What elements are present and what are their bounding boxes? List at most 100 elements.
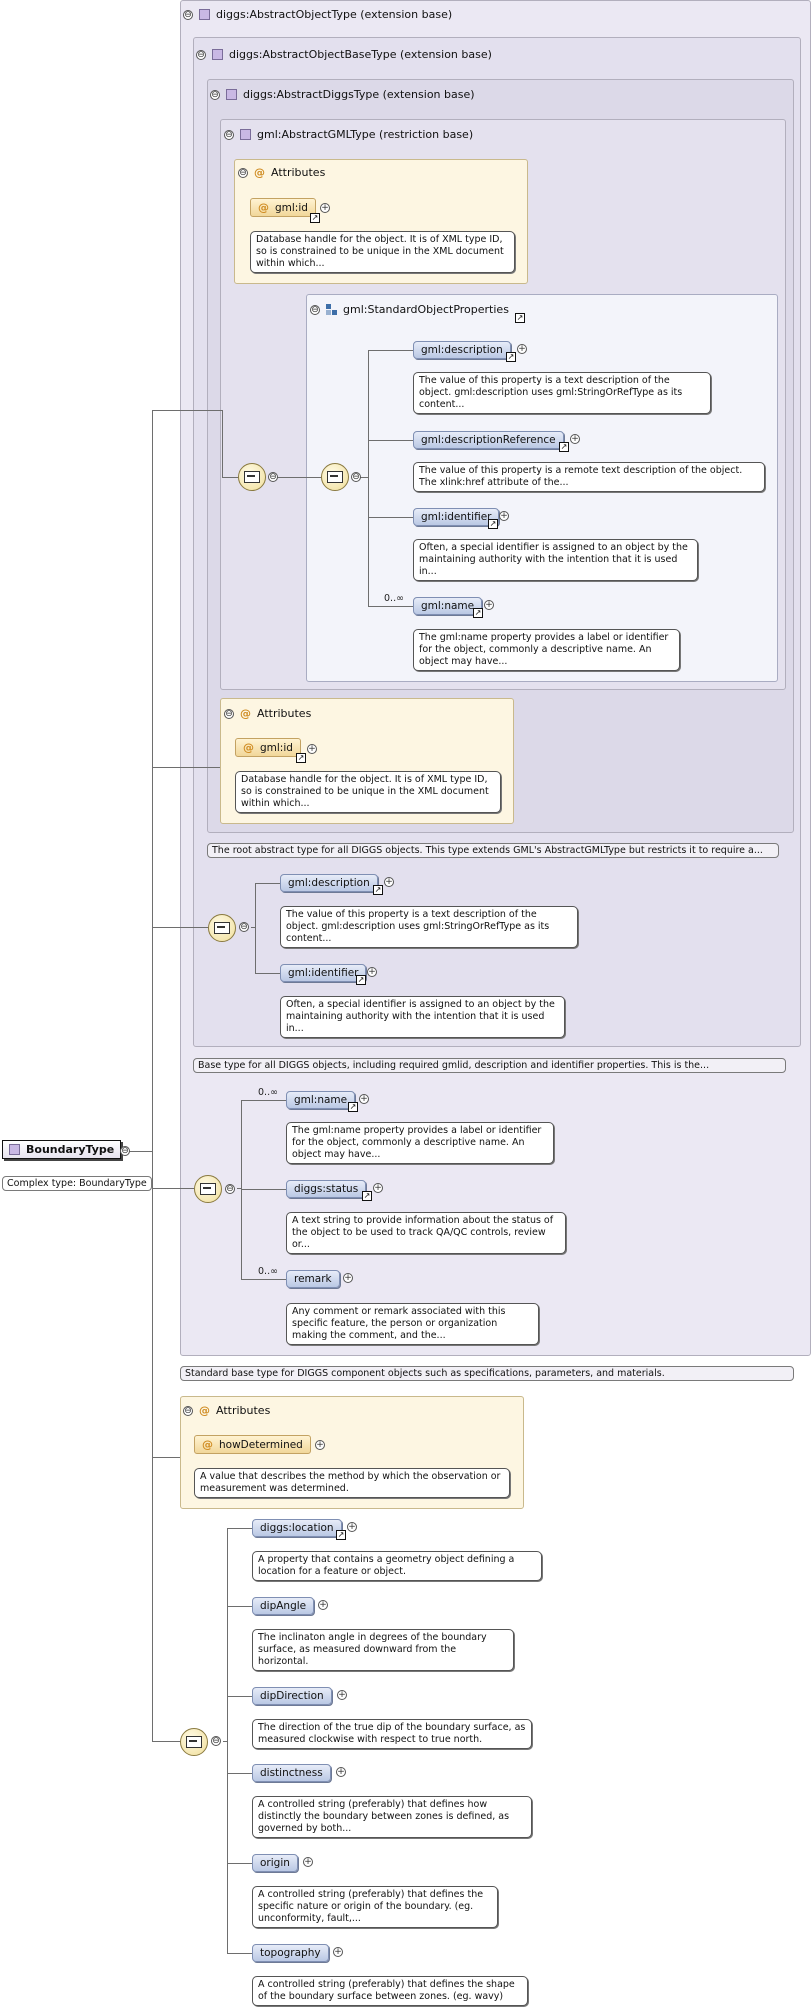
element-description: The inclinaton angle in degrees of the b… [252, 1629, 514, 1671]
reference-icon[interactable]: ↗ [515, 313, 525, 323]
complex-type-icon [199, 9, 210, 20]
element-gml-name-object[interactable]: gml:name [286, 1091, 356, 1109]
element-description: The gml:name property provides a label o… [286, 1122, 554, 1164]
element-topography[interactable]: topography [252, 1944, 329, 1962]
expand-icon[interactable]: + [373, 1183, 383, 1193]
element-origin[interactable]: origin [252, 1854, 298, 1872]
element-gml-description-base[interactable]: gml:description [280, 874, 378, 892]
sequence-icon [244, 471, 260, 483]
expand-icon[interactable]: + [307, 744, 317, 754]
attribute-how-determined[interactable]: @ howDetermined [194, 1435, 311, 1454]
element-gml-identifier[interactable]: gml:identifier [413, 508, 500, 526]
collapse-icon[interactable]: ⊖ [351, 472, 361, 482]
sequence-icon [186, 1736, 202, 1748]
reference-icon[interactable]: ↗ [362, 1191, 372, 1201]
attributes-header-gml: ⊖ @ Attributes [238, 166, 326, 179]
element-description: Often, a special identifier is assigned … [280, 996, 565, 1038]
collapse-icon[interactable]: ⊖ [225, 1184, 235, 1194]
element-gml-description-reference[interactable]: gml:descriptionReference [413, 431, 564, 449]
element-gml-description[interactable]: gml:description [413, 341, 511, 359]
expand-icon[interactable]: + [320, 203, 330, 213]
collapse-icon[interactable]: ⊖ [210, 89, 220, 100]
attributes-header-diggs: ⊖ @ Attributes [224, 707, 312, 720]
element-description: The direction of the true dip of the bou… [252, 1719, 532, 1749]
occurrence-label: 0..∞ [258, 1087, 278, 1098]
expand-icon[interactable]: + [384, 877, 394, 887]
sequence-compositor-object[interactable] [194, 1175, 222, 1203]
expand-icon[interactable]: + [484, 600, 494, 610]
expand-icon[interactable]: + [318, 1600, 328, 1610]
complex-type-icon [9, 1144, 20, 1155]
expand-icon[interactable]: + [499, 511, 509, 521]
attribute-description: A value that describes the method by whi… [194, 1468, 510, 1498]
collapse-icon[interactable]: ⊖ [239, 922, 249, 932]
expand-icon[interactable]: + [570, 434, 580, 444]
annotation-diggs-type: The root abstract type for all DIGGS obj… [207, 843, 779, 858]
collapse-icon[interactable]: ⊖ [183, 9, 193, 20]
complex-type-icon [212, 49, 223, 60]
annotation-object-type: Standard base type for DIGGS component o… [180, 1366, 794, 1381]
expand-icon[interactable]: + [359, 1094, 369, 1104]
expand-icon[interactable]: + [315, 1440, 325, 1450]
sequence-compositor-base[interactable] [208, 914, 236, 942]
element-description: A controlled string (preferably) that de… [252, 1886, 498, 1928]
reference-icon[interactable]: ↗ [310, 213, 320, 223]
expand-icon[interactable]: + [303, 1857, 313, 1867]
collapse-icon[interactable]: ⊖ [211, 1736, 221, 1746]
sequence-compositor-boundary[interactable] [180, 1728, 208, 1756]
attribute-icon: @ [258, 201, 269, 214]
reference-icon[interactable]: ↗ [296, 753, 306, 763]
standard-object-properties-header: ⊖ gml:StandardObjectProperties [310, 303, 509, 316]
reference-icon[interactable]: ↗ [473, 608, 483, 618]
sequence-compositor-gml[interactable] [238, 463, 266, 491]
element-distinctness[interactable]: distinctness [252, 1764, 331, 1782]
reference-icon[interactable]: ↗ [488, 519, 498, 529]
element-gml-identifier-base[interactable]: gml:identifier [280, 964, 367, 982]
expand-icon[interactable]: + [517, 344, 527, 354]
element-description: The value of this property is a remote t… [413, 462, 765, 492]
collapse-icon[interactable]: ⊖ [310, 304, 320, 315]
attribute-gml-id[interactable]: @ gml:id [250, 198, 316, 217]
root-element-boundary-type[interactable]: BoundaryType [2, 1140, 122, 1159]
abstract-object-type-header: ⊖ diggs:AbstractObjectType (extension ba… [183, 8, 453, 21]
reference-icon[interactable]: ↗ [373, 885, 383, 895]
expand-icon[interactable]: + [337, 1690, 347, 1700]
attribute-icon: @ [240, 707, 251, 720]
group-icon [326, 304, 337, 315]
reference-icon[interactable]: ↗ [348, 1102, 358, 1112]
attribute-description: Database handle for the object. It is of… [235, 771, 501, 813]
element-description: The value of this property is a text des… [280, 906, 578, 948]
sequence-icon [214, 922, 230, 934]
expand-icon[interactable]: + [333, 1947, 343, 1957]
expand-icon[interactable]: + [336, 1767, 346, 1777]
sequence-icon [327, 471, 343, 483]
element-description: A controlled string (preferably) that de… [252, 1976, 528, 2006]
collapse-icon[interactable]: ⊖ [224, 129, 234, 140]
expand-icon[interactable]: + [347, 1522, 357, 1532]
complex-type-icon [240, 129, 251, 140]
sequence-compositor-std[interactable] [321, 463, 349, 491]
element-dip-angle[interactable]: dipAngle [252, 1597, 315, 1615]
occurrence-label: 0..∞ [384, 593, 404, 604]
element-dip-direction[interactable]: dipDirection [252, 1687, 332, 1705]
attribute-gml-id-diggs[interactable]: @ gml:id [235, 738, 301, 757]
collapse-icon[interactable]: ⊖ [238, 167, 248, 178]
collapse-icon[interactable]: ⊖ [183, 1405, 193, 1416]
element-diggs-status[interactable]: diggs:status [286, 1180, 367, 1198]
reference-icon[interactable]: ↗ [336, 1530, 346, 1540]
collapse-icon[interactable]: ⊖ [196, 49, 206, 60]
element-gml-name[interactable]: gml:name [413, 597, 483, 615]
element-diggs-location[interactable]: diggs:location [252, 1519, 342, 1537]
expand-icon[interactable]: + [343, 1273, 353, 1283]
attribute-icon: @ [202, 1438, 213, 1451]
collapse-icon[interactable]: ⊖ [224, 708, 234, 719]
reference-icon[interactable]: ↗ [356, 975, 366, 985]
expand-icon[interactable]: + [367, 967, 377, 977]
collapse-icon[interactable]: ⊖ [120, 1146, 130, 1156]
element-remark[interactable]: remark [286, 1270, 340, 1288]
element-description: Any comment or remark associated with th… [286, 1303, 539, 1345]
reference-icon[interactable]: ↗ [506, 352, 516, 362]
reference-icon[interactable]: ↗ [559, 442, 569, 452]
attributes-header-boundary: ⊖ @ Attributes [183, 1404, 271, 1417]
collapse-icon[interactable]: ⊖ [268, 472, 278, 482]
